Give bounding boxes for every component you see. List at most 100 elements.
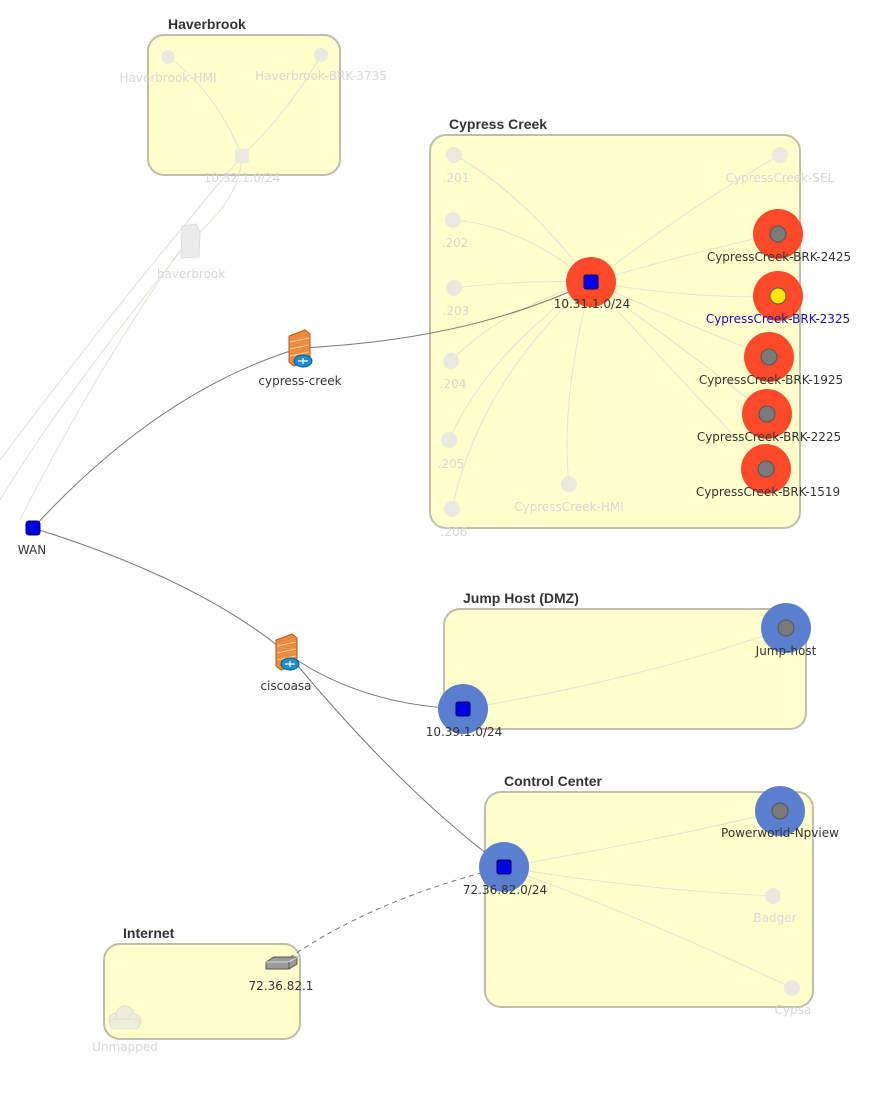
node-cc-203[interactable]: .203 <box>443 280 470 318</box>
node-jump-host[interactable]: Jump-host <box>755 603 817 658</box>
node-label: WAN <box>18 543 46 557</box>
node-cc-204[interactable]: .204 <box>440 353 467 391</box>
node-cypress-network[interactable]: 10.31.1.0/24 <box>554 257 631 311</box>
host-dot-icon <box>446 280 462 296</box>
faded-link <box>503 866 793 989</box>
host-dot-icon <box>771 802 789 820</box>
node-label: CypressCreek-BRK-2425 <box>707 250 851 264</box>
node-control-network[interactable]: 72.36.82.0/24 <box>463 842 547 897</box>
host-dot-icon <box>760 348 778 366</box>
host-dot-icon <box>561 476 577 492</box>
host-dot-icon <box>444 501 460 517</box>
host-dot-icon <box>772 147 788 163</box>
node-label: Badger <box>753 911 796 925</box>
node-label: .205 <box>438 457 465 471</box>
node-label: haverbrook <box>157 267 225 281</box>
zone-jump-host-dmz[interactable]: Jump Host (DMZ) <box>443 590 807 730</box>
node-label: CypressCreek-SEL <box>726 171 835 185</box>
node-label: .204 <box>440 377 467 391</box>
node-cc-205[interactable]: .205 <box>438 432 465 471</box>
active-links <box>32 281 592 964</box>
link-wan-cypress-creek <box>32 347 301 529</box>
node-haverbrook-network[interactable]: 10.32.1.0/24 <box>204 149 281 185</box>
zone-title: Internet <box>123 925 175 941</box>
node-label: CypressCreek-BRK-1925 <box>699 373 843 387</box>
node-label: Jump-host <box>755 644 817 658</box>
node-cc-sel[interactable]: CypressCreek-SEL <box>726 147 835 185</box>
node-label: Powerworld-Npview <box>721 826 839 840</box>
node-label: 72.36.82.0/24 <box>463 883 547 897</box>
router-icon <box>265 956 298 970</box>
node-cc-206[interactable]: .206 <box>441 501 468 539</box>
node-ciscoasa-firewall[interactable]: ciscoasa <box>260 633 312 693</box>
node-label: ciscoasa <box>260 679 311 693</box>
faded-link <box>19 249 181 521</box>
node-jump-network[interactable]: 10.39.1.0/24 <box>426 684 503 739</box>
faded-link <box>453 154 592 283</box>
host-dot-icon <box>445 212 461 228</box>
faded-link <box>566 281 592 485</box>
host-dot-icon <box>161 50 175 64</box>
faded-link <box>451 281 592 510</box>
faded-link <box>590 154 781 283</box>
host-dot-icon <box>757 460 775 478</box>
node-label: Unmapped <box>92 1040 158 1054</box>
haverbrook-nodes: Haverbrook-HMI Haverbrook-BRK-3735 10.32… <box>120 48 387 281</box>
device-icon <box>180 223 201 259</box>
host-dot-icon <box>784 980 800 996</box>
node-cc-brk-1519[interactable]: CypressCreek-BRK-1519 <box>696 444 840 499</box>
node-cypsa[interactable]: Cypsa <box>775 980 812 1017</box>
node-label: CypressCreek-BRK-1519 <box>696 485 840 499</box>
faded-link <box>590 281 767 470</box>
node-haverbrook-hmi[interactable]: Haverbrook-HMI <box>120 50 217 85</box>
node-label: CypressCreek-BRK-2225 <box>697 430 841 444</box>
node-cypress-creek-firewall[interactable]: cypress-creek <box>258 329 342 388</box>
firewall-icon <box>275 633 300 671</box>
selected-dot-icon <box>769 287 787 305</box>
node-label: Haverbrook-BRK-3735 <box>255 69 387 83</box>
node-label: .206 <box>441 525 468 539</box>
zone-title: Cypress Creek <box>449 116 547 132</box>
node-wan[interactable]: WAN <box>18 520 46 557</box>
host-dot-icon <box>758 405 776 423</box>
node-gateway[interactable]: 72.36.82.1 <box>249 956 314 993</box>
network-square-icon <box>496 859 512 875</box>
node-label: .201 <box>443 171 470 185</box>
node-label: 10.39.1.0/24 <box>426 725 503 739</box>
zone-title: Jump Host (DMZ) <box>463 590 579 606</box>
cypress-faded-nodes: .201 .202 .203 .204 .205 .206 CypressCre… <box>438 147 835 539</box>
firewall-icon <box>288 329 313 368</box>
zone-control-center[interactable]: Control Center <box>484 773 814 1008</box>
node-label: Haverbrook-HMI <box>120 71 217 85</box>
node-label: Cypsa <box>775 1003 812 1017</box>
network-square-icon <box>455 701 471 717</box>
node-label: 10.31.1.0/24 <box>554 297 631 311</box>
node-unmapped[interactable]: Unmapped <box>92 1005 158 1054</box>
faded-link <box>462 627 787 710</box>
network-square-icon <box>235 149 249 163</box>
node-badger[interactable]: Badger <box>753 888 797 925</box>
zone-internet[interactable]: Internet <box>103 925 301 1040</box>
node-cc-202[interactable]: .202 <box>442 212 469 250</box>
node-cc-hmi[interactable]: CypressCreek-HMI <box>514 476 624 514</box>
host-dot-icon <box>769 225 787 243</box>
node-label: CypressCreek-BRK-2325 <box>706 312 850 326</box>
node-cc-201[interactable]: .201 <box>443 147 470 185</box>
zone-haverbrook[interactable]: Haverbrook <box>147 16 341 176</box>
node-label: 10.32.1.0/24 <box>204 171 281 185</box>
faded-link <box>241 54 322 157</box>
node-cc-brk-2325[interactable]: CypressCreek-BRK-2325 <box>706 271 850 326</box>
node-cc-brk-2425[interactable]: CypressCreek-BRK-2425 <box>707 209 851 264</box>
faded-links <box>0 54 793 989</box>
host-dot-icon <box>314 48 328 62</box>
node-haverbrook-device[interactable]: haverbrook <box>157 223 225 281</box>
zone-cypress-creek[interactable]: Cypress Creek <box>429 116 801 529</box>
cypress-alert-nodes: CypressCreek-BRK-2425 CypressCreek-BRK-2… <box>696 209 851 499</box>
node-cc-brk-2225[interactable]: CypressCreek-BRK-2225 <box>697 389 841 444</box>
node-haverbrook-brk[interactable]: Haverbrook-BRK-3735 <box>255 48 387 83</box>
node-powerworld[interactable]: Powerworld-Npview <box>721 786 839 840</box>
network-square-icon <box>583 274 599 290</box>
link-gateway-control <box>281 866 505 964</box>
node-cc-brk-1925[interactable]: CypressCreek-BRK-1925 <box>699 332 843 387</box>
